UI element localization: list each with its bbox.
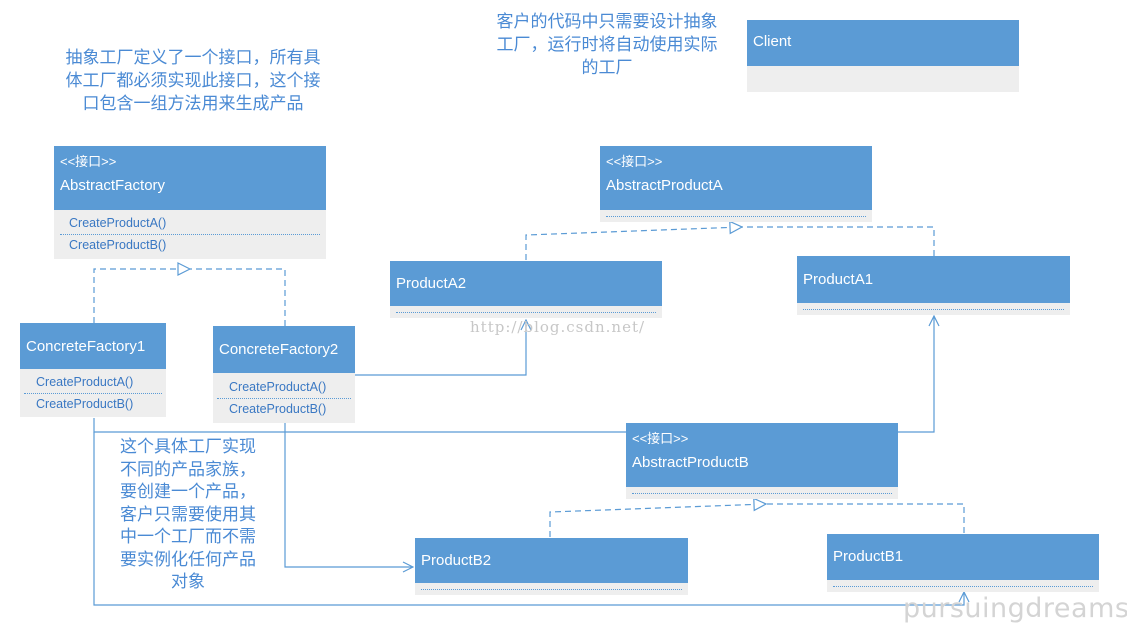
class-product-a1[interactable]: ProductA1: [797, 256, 1070, 315]
note-line: 中一个工厂而不需: [120, 527, 256, 547]
class-header: <<接口>> AbstractProductA: [600, 146, 872, 210]
note-line: 不同的产品家族，: [120, 459, 256, 480]
class-name: ConcreteFactory1: [26, 338, 146, 355]
method-separator: [60, 234, 320, 235]
method-label: CreateProductA(): [69, 216, 167, 230]
class-name: Client: [753, 33, 792, 50]
class-abstract-product-b[interactable]: <<接口>> AbstractProductB: [626, 423, 898, 499]
class-body: [797, 303, 1070, 315]
class-separator: [833, 586, 1093, 587]
note-abstract-factory: 抽象工厂定义了一个接口，所有具 体工厂都必须实现此接口，这个接 口包含一组方法用…: [52, 47, 334, 116]
class-header: ConcreteFactory1: [20, 323, 166, 369]
class-separator: [396, 312, 656, 313]
class-name: ProductA2: [396, 275, 467, 292]
class-body: CreateProductA() CreateProductB(): [213, 373, 355, 423]
assoc-concretefactory2-productb2: [284, 423, 413, 567]
class-product-b1[interactable]: ProductB1: [827, 534, 1099, 592]
class-separator: [803, 309, 1064, 310]
class-header: ProductA2: [390, 261, 662, 306]
class-product-a2[interactable]: ProductA2: [390, 261, 662, 318]
note-line: 体工厂都必须实现此接口，这个接: [65, 71, 321, 91]
class-name: ConcreteFactory2: [219, 341, 339, 358]
stereotype-label: <<接口>>: [60, 154, 117, 169]
class-header: <<接口>> AbstractFactory: [54, 146, 326, 210]
realization-producta2-abstractproducta: [525, 227, 742, 260]
watermark-url: http://blog.csdn.net/: [470, 318, 646, 336]
class-separator: [421, 589, 682, 590]
realization-concretefactory2-abstractfactory: [190, 268, 286, 326]
note-line: 口包含一组方法用来生成产品: [82, 94, 304, 114]
note-client: 客户的代码中只需要设计抽象 工厂，运行时将自动使用实际 的工厂: [484, 11, 730, 80]
signature-watermark: pursuingdreams: [903, 593, 1127, 624]
note-line: 工厂，运行时将自动使用实际: [496, 35, 718, 55]
note-line: 客户只需要使用其: [120, 504, 256, 525]
note-line: 客户的代码中只需要设计抽象: [496, 12, 718, 32]
class-concrete-factory2[interactable]: ConcreteFactory2 CreateProductA() Create…: [213, 326, 355, 423]
class-body: CreateProductA() CreateProductB(): [54, 210, 326, 259]
stereotype-label: <<接口>>: [632, 431, 689, 446]
note-line: 对象: [171, 572, 205, 592]
class-header: ProductB1: [827, 534, 1099, 580]
class-body: [827, 580, 1099, 592]
class-name: ProductB1: [833, 548, 904, 565]
class-name: AbstractProductB: [632, 454, 749, 471]
class-separator: [606, 216, 866, 217]
class-body: [600, 210, 872, 222]
class-header: Client: [747, 20, 1019, 66]
note-line: 的工厂: [581, 58, 633, 78]
method-label: CreateProductA(): [36, 375, 134, 389]
note-line: 这个具体工厂实现: [120, 437, 256, 457]
class-header: ProductA1: [797, 256, 1070, 303]
stereotype-label: <<接口>>: [606, 154, 663, 169]
class-name: ProductA1: [803, 271, 874, 288]
assoc-concretefactory1-productb1: [93, 432, 964, 606]
note-line: 要创建一个产品，: [120, 482, 256, 502]
class-body: CreateProductA() CreateProductB(): [20, 369, 166, 417]
method-separator: [24, 393, 162, 394]
class-client[interactable]: Client: [747, 20, 1019, 92]
method-label: CreateProductA(): [229, 380, 327, 394]
class-separator: [632, 493, 892, 494]
class-header: ConcreteFactory2: [213, 326, 355, 373]
class-concrete-factory1[interactable]: ConcreteFactory1 CreateProductA() Create…: [20, 323, 166, 417]
class-name: ProductB2: [421, 552, 492, 569]
realization-productb2-abstractproductb: [549, 504, 766, 537]
note-line: 要实例化任何产品: [120, 549, 256, 570]
class-body: [390, 306, 662, 318]
method-label: CreateProductB(): [36, 397, 134, 411]
class-body: [747, 66, 1019, 92]
assoc-concretefactory1-producta1: [93, 316, 934, 433]
class-name: AbstractFactory: [60, 177, 166, 194]
realization-productb1-abstractproductb: [766, 503, 965, 533]
class-body: [626, 487, 898, 499]
method-label: CreateProductB(): [229, 402, 327, 416]
class-abstract-factory[interactable]: <<接口>> AbstractFactory CreateProductA() …: [54, 146, 326, 259]
class-name: AbstractProductA: [606, 177, 723, 194]
class-header: <<接口>> AbstractProductB: [626, 423, 898, 487]
assoc-concretefactory2-producta2: [355, 320, 526, 376]
realization-producta1-abstractproducta: [742, 226, 935, 256]
class-body: [415, 583, 688, 595]
method-label: CreateProductB(): [69, 238, 167, 252]
class-product-b2[interactable]: ProductB2: [415, 538, 688, 595]
realization-concretefactory1-abstractfactory: [93, 269, 190, 323]
note-line: 抽象工厂定义了一个接口，所有具: [65, 48, 321, 68]
note-concrete-factory: 这个具体工厂实现 不同的产品家族， 要创建一个产品， 客户只需要使用其 中一个工…: [112, 436, 264, 594]
class-header: ProductB2: [415, 538, 688, 583]
method-separator: [217, 398, 351, 399]
class-abstract-product-a[interactable]: <<接口>> AbstractProductA: [600, 146, 872, 222]
